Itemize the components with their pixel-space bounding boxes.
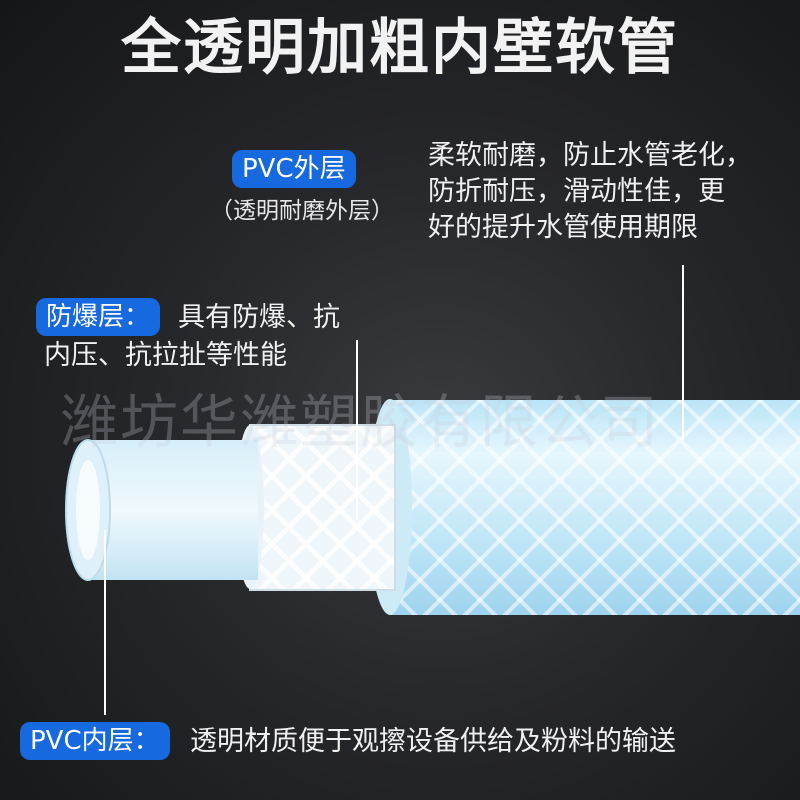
outer-layer-subtitle: （透明耐磨外层） bbox=[210, 198, 394, 224]
explosion-layer-desc-line-2: 内压、抗拉扯等性能 bbox=[44, 340, 287, 371]
inner-tube bbox=[65, 439, 258, 581]
outer-layer-desc-line-1: 柔软耐磨，防止水管老化， bbox=[428, 140, 752, 171]
outer-hose bbox=[368, 399, 800, 615]
inner-layer-tag: PVC内层： bbox=[20, 722, 170, 760]
outer-layer-tag: PVC外层 bbox=[232, 150, 356, 188]
explosion-layer-desc-line-1: 具有防爆、抗 bbox=[178, 302, 340, 333]
inner-layer-desc: 透明材质便于观擦设备供给及粉料的输送 bbox=[190, 726, 676, 757]
outer-layer-desc-line-2: 防折耐压，滑动性佳，更 bbox=[428, 176, 725, 207]
explosion-layer-tag: 防爆层： bbox=[36, 298, 161, 336]
outer-layer-desc-line-3: 好的提升水管使用期限 bbox=[428, 212, 698, 243]
page-title: 全透明加粗内壁软管 bbox=[121, 13, 679, 83]
watermark: 潍坊华潍塑胶有限公司 bbox=[60, 388, 661, 456]
